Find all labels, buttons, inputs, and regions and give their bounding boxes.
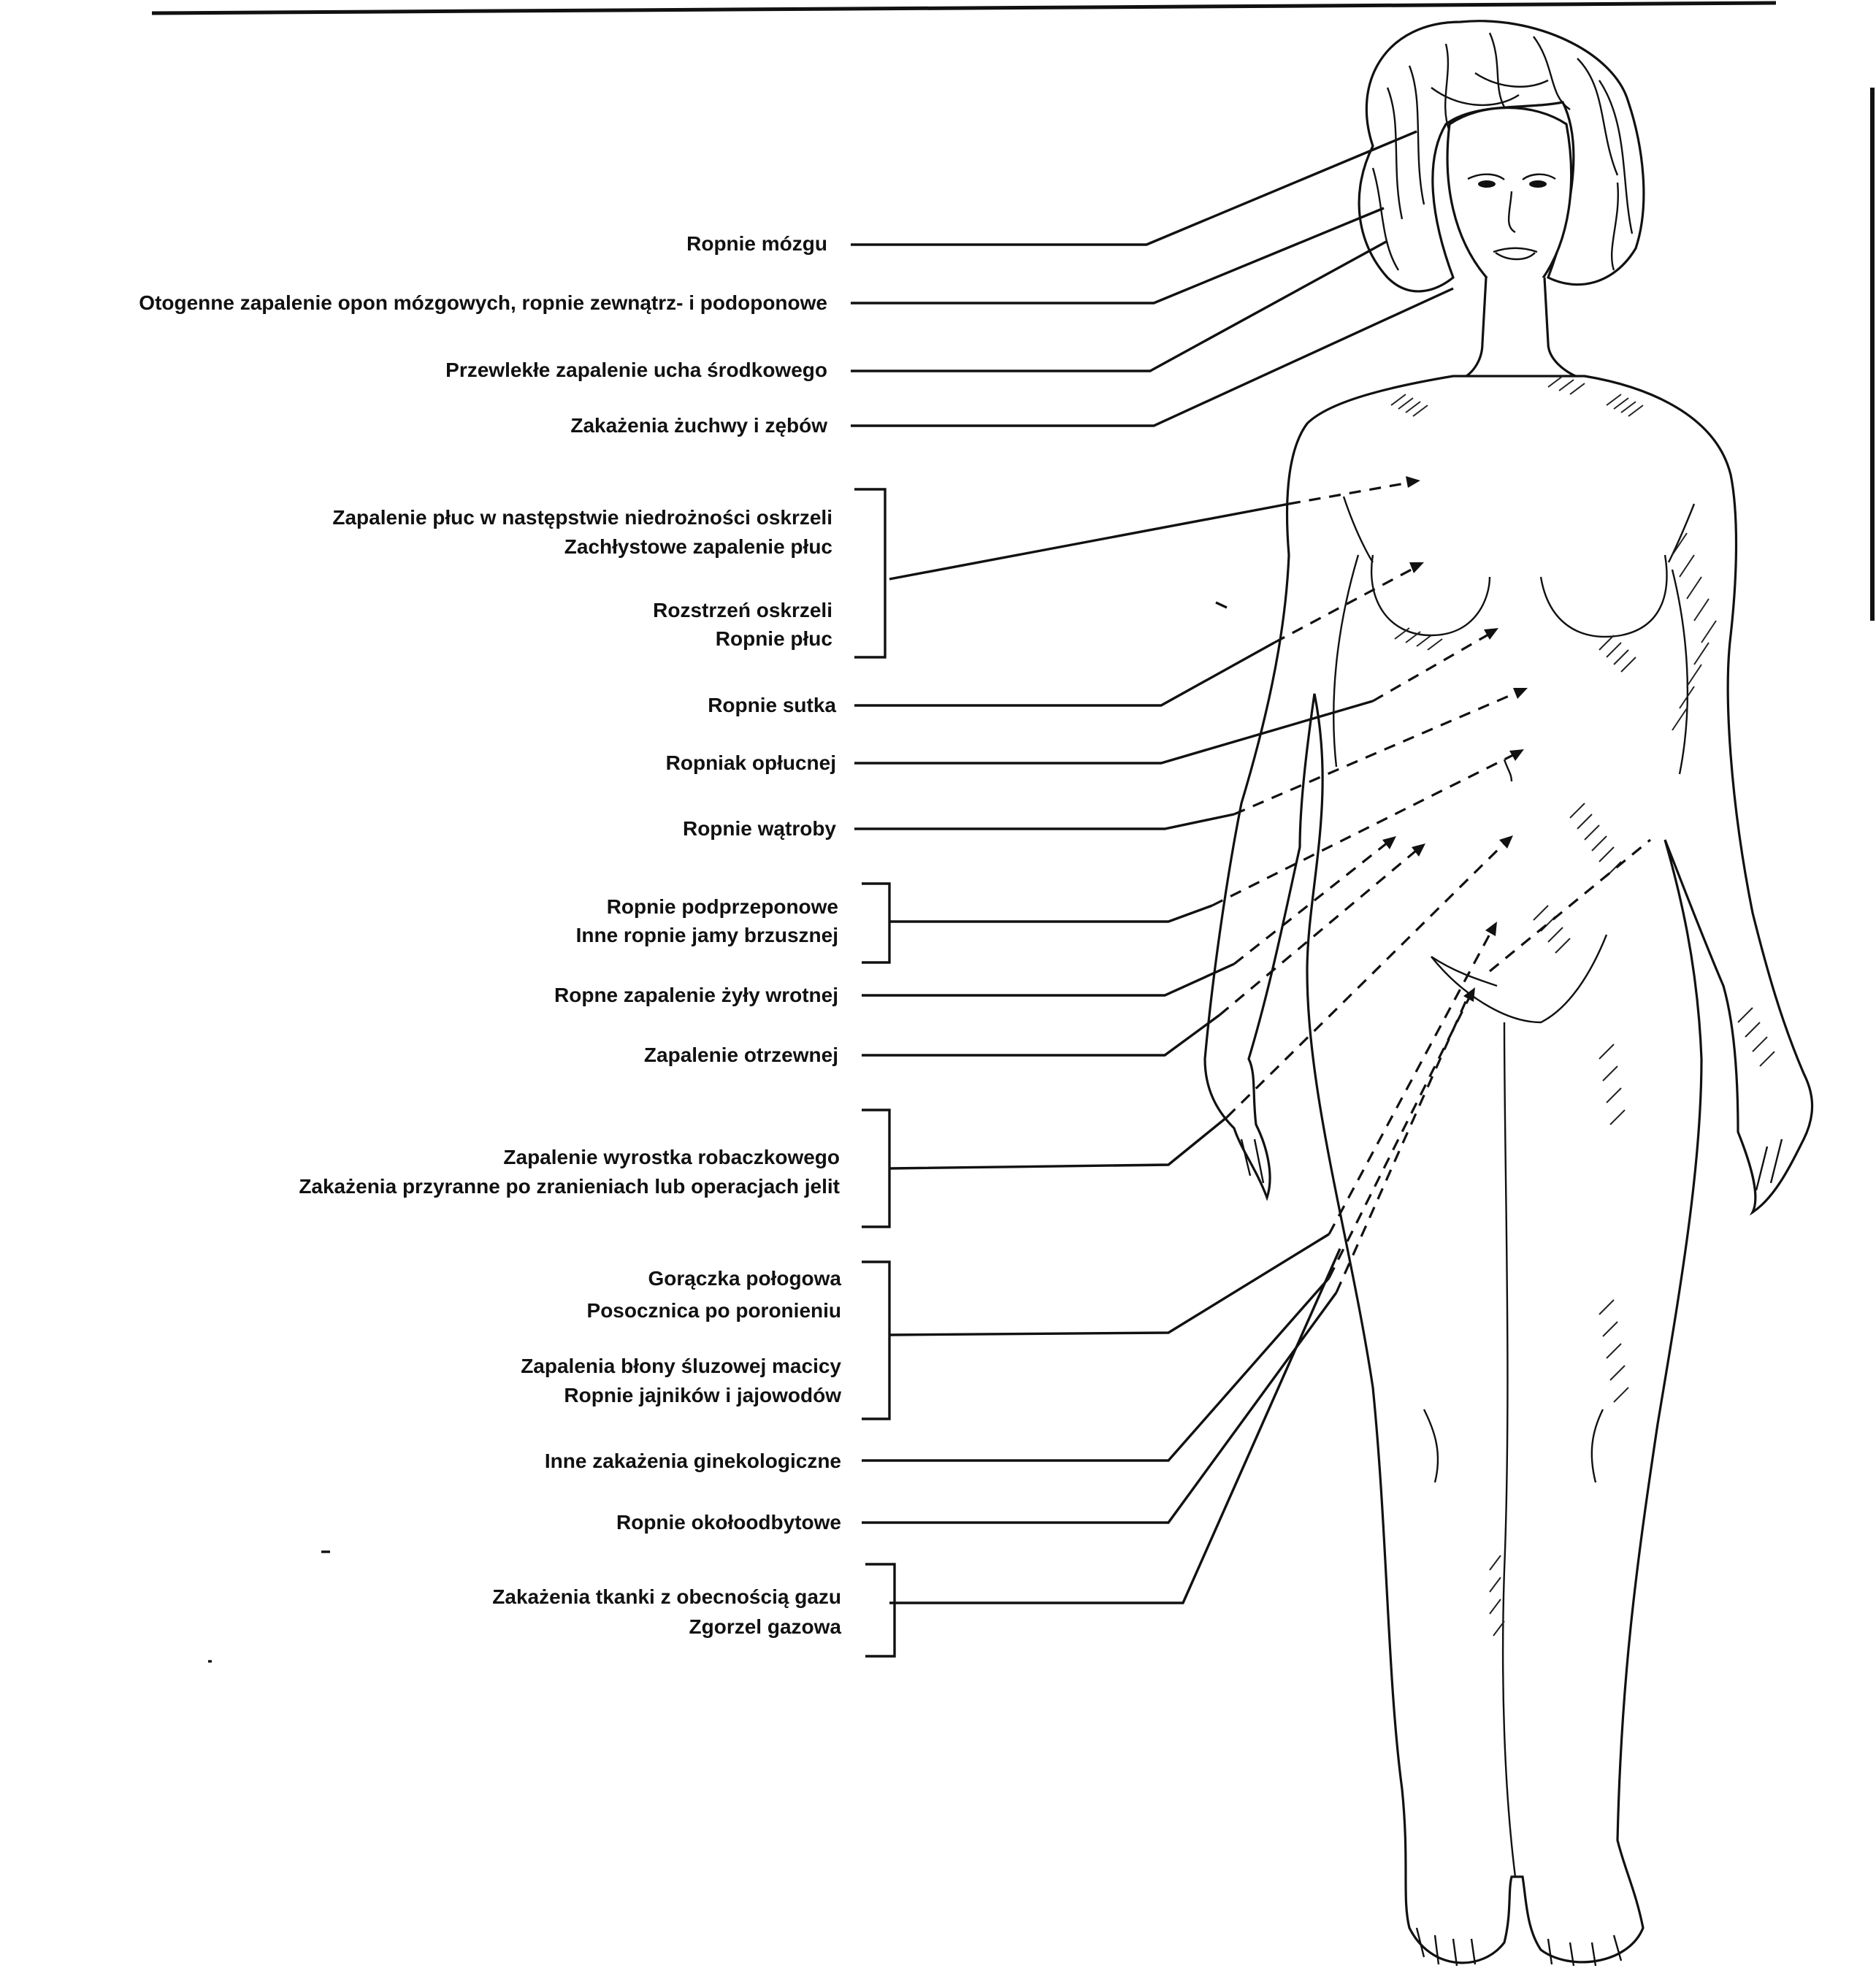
- brackets: [854, 489, 895, 1656]
- female-body-figure: [1205, 21, 1812, 1966]
- label-peritonitis: Zapalenie otrzewnej: [644, 1044, 838, 1066]
- label-subphrenic-abscess: Ropnie podprzeponowe: [607, 895, 838, 918]
- label-other-gyn: Inne zakażenia ginekologiczne: [545, 1450, 841, 1472]
- label-gas-gangrene: Zgorzel gazowa: [689, 1615, 842, 1638]
- label-bronchiectasis: Rozstrzeń oskrzeli: [653, 599, 832, 621]
- label-jaw-teeth: Zakażenia żuchwy i zębów: [570, 414, 827, 437]
- label-chronic-otitis: Przewlekłe zapalenie ucha środkowego: [445, 359, 827, 381]
- label-empyema: Ropniak opłucnej: [666, 751, 836, 774]
- label-lung-abscess: Ropnie płuc: [716, 627, 832, 650]
- label-brain-abscess: Ropnie mózgu: [686, 232, 827, 255]
- label-aspiration-pneumonia: Zachłystowe zapalenie płuc: [564, 535, 832, 558]
- label-breast-abscess: Ropnie sutka: [708, 694, 836, 716]
- label-appendicitis: Zapalenie wyrostka robaczkowego: [503, 1146, 840, 1168]
- label-liver-abscess: Ropnie wątroby: [683, 817, 836, 840]
- label-post-abortion-sepsis: Posocznica po poronieniu: [587, 1299, 841, 1322]
- label-otogenic-meningitis: Otogenne zapalenie opon mózgowych, ropni…: [139, 291, 827, 314]
- label-puerperal-fever: Gorączka połogowa: [648, 1267, 842, 1290]
- labels: Ropnie mózgu Otogenne zapalenie opon móz…: [139, 232, 841, 1638]
- label-perirectal: Ropnie okołoodbytowe: [616, 1511, 841, 1534]
- label-gas-tissue: Zakażenia tkanki z obecnością gazu: [492, 1585, 841, 1608]
- label-tubo-ovarian: Ropnie jajników i jajowodów: [564, 1384, 841, 1406]
- label-post-intestinal: Zakażenia przyranne po zranieniach lub o…: [299, 1175, 840, 1198]
- label-pneumonia-obstruction: Zapalenie płuc w następstwie niedrożnośc…: [332, 506, 832, 529]
- label-endometritis: Zapalenia błony śluzowej macicy: [521, 1355, 841, 1377]
- label-other-abdominal: Inne ropnie jamy brzusznej: [576, 924, 838, 946]
- top-rule: [152, 3, 1776, 13]
- label-pylephlebitis: Ropne zapalenie żyły wrotnej: [554, 984, 838, 1006]
